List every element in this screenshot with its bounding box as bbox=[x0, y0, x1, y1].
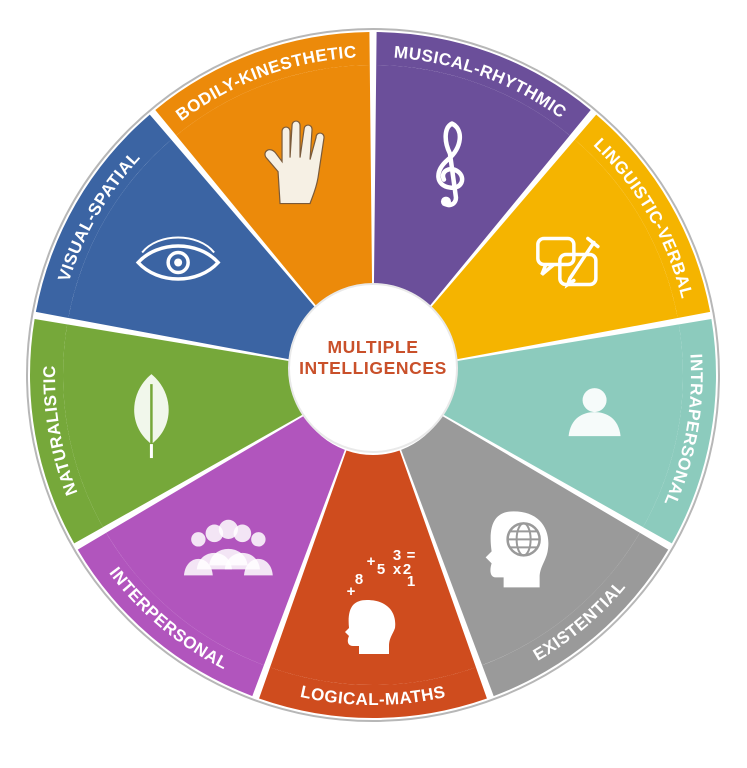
wedge-intrapersonal bbox=[442, 324, 683, 528]
math-symbol: + bbox=[347, 583, 356, 600]
speech-bubbles-pen-icon bbox=[536, 236, 600, 289]
label-bands bbox=[29, 32, 716, 719]
wedge-musical-rhythmic bbox=[373, 65, 570, 314]
math-symbol: 3 bbox=[393, 547, 401, 564]
group-people-icon bbox=[183, 519, 273, 576]
math-symbol: 5 bbox=[377, 561, 385, 578]
label-band-existential bbox=[481, 531, 669, 697]
wedge-logical-maths bbox=[270, 450, 476, 686]
center-title-line1: MULTIPLE bbox=[328, 337, 419, 357]
eye-icon bbox=[135, 236, 221, 281]
math-symbol: 2 bbox=[403, 561, 411, 578]
center-circle bbox=[288, 283, 458, 453]
hand-icon bbox=[264, 120, 325, 205]
math-symbol: 8 bbox=[355, 571, 363, 588]
center-title-line2: INTELLIGENCES bbox=[299, 358, 447, 378]
wedge-interpersonal bbox=[106, 415, 345, 666]
treble-clef-icon bbox=[436, 121, 465, 208]
label-band-bodily-kinesthetic bbox=[155, 32, 370, 137]
math-symbol: 1 bbox=[407, 573, 415, 590]
math-symbol: = bbox=[407, 547, 416, 564]
label-band-interpersonal bbox=[77, 531, 265, 697]
wedge-naturalistic bbox=[62, 324, 304, 528]
wedge-linguistic-verbal bbox=[425, 139, 678, 361]
wedge-visual-spatial bbox=[68, 139, 321, 361]
person-silhouette-icon bbox=[568, 388, 621, 437]
math-symbol: x bbox=[393, 561, 402, 578]
label-band-visual-spatial bbox=[35, 114, 173, 319]
wedge-bodily-kinesthetic bbox=[176, 65, 373, 314]
leaf-icon bbox=[134, 374, 169, 459]
label-band-musical-rhythmic bbox=[376, 32, 591, 137]
head-globe-icon bbox=[485, 511, 549, 588]
math-symbol: + bbox=[367, 553, 376, 570]
label-band-linguistic-verbal bbox=[573, 114, 711, 319]
